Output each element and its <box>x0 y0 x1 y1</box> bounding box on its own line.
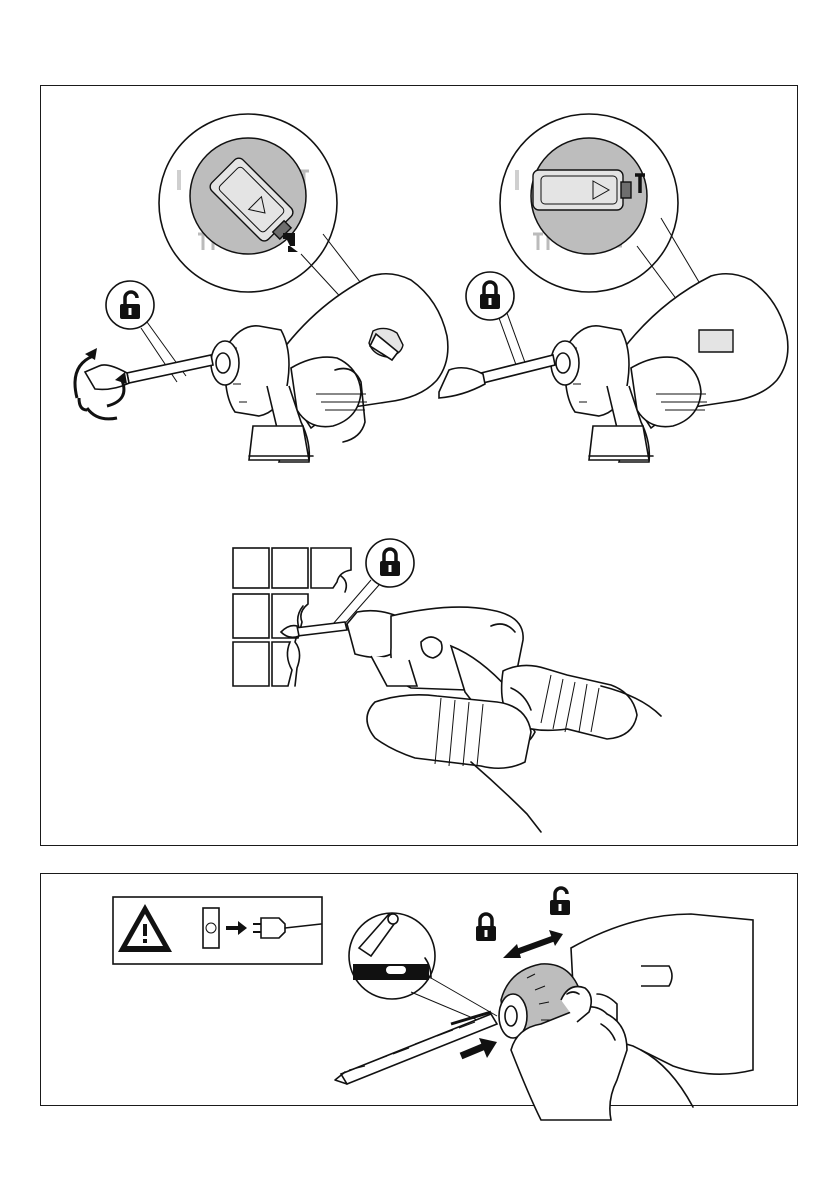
bottom-panel <box>40 873 798 1106</box>
top-panel-illustration <box>41 86 799 847</box>
rotary-hammer-drill <box>551 274 788 462</box>
drill-mode-symbol <box>177 170 181 190</box>
bottom-panel-illustration <box>41 874 799 1107</box>
scene-chiseling-tiles <box>233 539 661 832</box>
padlock-closed-icon <box>476 914 496 941</box>
flat-chisel <box>85 355 213 389</box>
scene-rotate-chisel <box>75 114 448 462</box>
scene-lock-chisel <box>439 114 788 462</box>
unplug-warning-box <box>113 897 322 964</box>
padlock-open-icon <box>550 888 570 915</box>
insert-arrow-icon <box>461 1038 497 1058</box>
flat-chisel <box>439 355 555 398</box>
double-arrow-icon <box>503 930 563 958</box>
wall-tiles <box>233 548 351 686</box>
padlock-closed-icon <box>466 272 527 373</box>
gloved-hands <box>367 665 661 832</box>
bit-shank-magnifier <box>349 913 497 1024</box>
rotary-hammer-drill <box>211 274 448 462</box>
top-panel <box>40 85 798 846</box>
